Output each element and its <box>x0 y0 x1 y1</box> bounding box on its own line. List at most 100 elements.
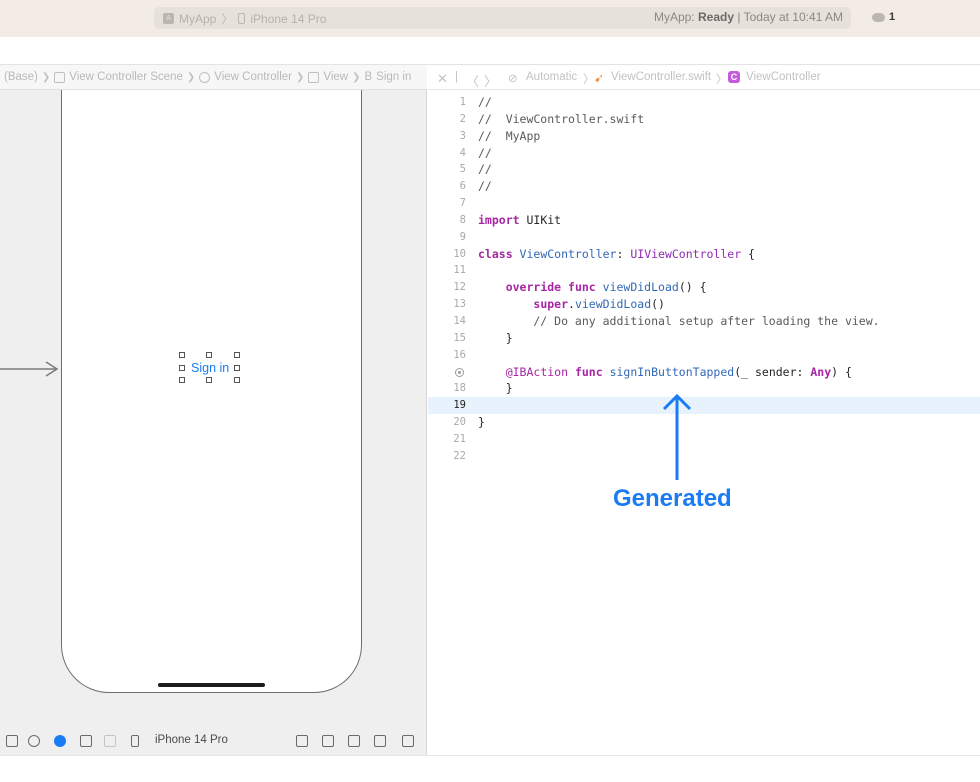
code-line: 7 <box>428 195 980 212</box>
line-text[interactable]: } <box>478 415 485 430</box>
code-editor[interactable]: ✕ | 〈 〉 ⊘ Automatic 〉 ➹ ViewController.s… <box>428 65 980 782</box>
window-titlebar: A MyApp 〉 iPhone 14 Pro MyApp: Ready | T… <box>0 0 980 37</box>
line-text[interactable]: // Do any additional setup after loading… <box>478 313 880 328</box>
code-line: 21 <box>428 431 980 448</box>
scheme-name[interactable]: MyApp <box>179 11 217 26</box>
chevron-right-icon: 〉 <box>716 74 728 86</box>
device-configuration-label[interactable]: iPhone 14 Pro <box>155 734 228 746</box>
code-line: 6 // <box>428 178 980 195</box>
split-view-icon[interactable] <box>104 735 116 747</box>
editor-class-name[interactable]: ViewController <box>746 71 821 83</box>
run-destination[interactable]: iPhone 14 Pro <box>250 11 327 26</box>
add-constraints-icon[interactable] <box>348 735 360 747</box>
line-number: 16 <box>453 348 466 361</box>
forward-arrow-icon[interactable]: 〉 <box>484 74 498 89</box>
orientation-icon[interactable] <box>80 735 92 747</box>
jumpbar-item-sign-in[interactable]: Sign in <box>376 71 412 83</box>
scheme-selector[interactable]: A MyApp 〉 iPhone 14 Pro <box>163 10 326 27</box>
line-text[interactable]: // <box>478 162 492 177</box>
align-icon[interactable] <box>322 735 334 747</box>
line-text[interactable]: } <box>478 330 513 345</box>
jumpbar-item-scene[interactable]: View Controller Scene <box>69 71 183 83</box>
code-line: 18 } <box>428 380 980 397</box>
resize-handle[interactable] <box>234 365 240 371</box>
accessibility-icon[interactable] <box>28 735 40 747</box>
annotation-label: Generated <box>613 485 732 512</box>
status-app: MyApp: <box>653 10 695 24</box>
source-code[interactable]: 1// 2// ViewController.swift 3// MyApp 4… <box>428 94 980 465</box>
editor-file-name[interactable]: ViewController.swift <box>611 71 712 83</box>
code-line: 20} <box>428 414 980 431</box>
chevron-right-icon: 〉 <box>221 12 234 26</box>
line-text[interactable]: class ViewController: UIViewController { <box>478 246 755 261</box>
code-line: 15 } <box>428 330 980 347</box>
line-text[interactable]: @IBAction func signInButtonTapped(_ send… <box>505 364 852 379</box>
related-items-icon[interactable]: ⊘ <box>508 73 518 85</box>
class-icon: C <box>728 71 740 83</box>
resize-handle[interactable] <box>234 352 240 358</box>
jumpbar-item-view-controller[interactable]: View Controller <box>214 71 292 83</box>
jumpbar-item-base[interactable]: (Base) <box>4 71 38 83</box>
line-number: 7 <box>459 197 466 210</box>
ib-bottom-bar: iPhone 14 Pro <box>0 730 427 750</box>
resize-handle[interactable] <box>206 352 212 358</box>
line-text[interactable]: import UIKit <box>478 212 562 227</box>
document-outline-icon[interactable] <box>6 735 18 747</box>
jumpbar-item-view[interactable]: View <box>323 71 349 83</box>
line-text[interactable]: } <box>478 381 513 396</box>
current-code-line: 19 <box>428 397 980 415</box>
resize-handle[interactable] <box>179 377 185 383</box>
resize-handle[interactable] <box>179 365 185 371</box>
line-text[interactable]: // MyApp <box>478 128 541 143</box>
device-icon[interactable] <box>131 735 139 747</box>
line-text[interactable]: // <box>478 145 492 160</box>
sign-in-button[interactable]: Sign in <box>179 352 242 383</box>
line-number: 10 <box>453 247 466 260</box>
back-arrow-icon[interactable]: 〈 <box>466 74 480 89</box>
issue-badge[interactable]: 1 <box>872 11 895 23</box>
chevron-right-icon: ❯ <box>296 71 305 83</box>
chevron-right-icon: ❯ <box>352 71 361 83</box>
interface-builder-canvas[interactable]: (Base) ❯ View Controller Scene ❯ View Co… <box>0 65 427 782</box>
close-icon[interactable]: ✕ <box>437 71 448 86</box>
activity-view[interactable]: A MyApp 〉 iPhone 14 Pro MyApp: Ready | T… <box>154 7 851 29</box>
ibaction-connection-icon[interactable] <box>455 367 464 377</box>
editor-jump-bar[interactable]: ✕ | 〈 〉 ⊘ Automatic 〉 ➹ ViewController.s… <box>428 65 980 90</box>
iphone-device-icon <box>238 13 246 24</box>
editor-mode[interactable]: Automatic <box>526 71 578 83</box>
appearance-icon[interactable] <box>54 735 66 747</box>
line-text[interactable]: override func viewDidLoad() { <box>505 280 707 295</box>
embed-in-icon[interactable] <box>402 735 414 747</box>
line-text[interactable]: // <box>478 179 492 194</box>
chevron-right-icon: ❯ <box>41 71 51 83</box>
code-line: 5// <box>428 161 980 178</box>
line-number: 6 <box>459 180 466 193</box>
update-frames-icon[interactable] <box>296 735 308 747</box>
status-time: | Today at 10:41 AM <box>737 10 843 24</box>
line-text[interactable]: super.viewDidLoad() <box>533 297 665 312</box>
line-text[interactable]: // ViewController.swift <box>478 111 645 126</box>
resize-handle[interactable] <box>234 377 240 383</box>
code-line: 13 super.viewDidLoad() <box>428 296 980 313</box>
divider: | <box>455 71 458 83</box>
tab-bar <box>0 37 980 65</box>
code-line: 4// <box>428 145 980 162</box>
code-line: 16 <box>428 347 980 364</box>
resolve-auto-layout-icon[interactable] <box>374 735 386 747</box>
status-state: Ready <box>697 10 735 24</box>
line-text[interactable]: // <box>478 95 492 109</box>
home-indicator <box>158 683 265 687</box>
line-number: 12 <box>453 281 466 294</box>
code-line: 22 <box>428 448 980 465</box>
ib-jump-bar[interactable]: (Base) ❯ View Controller Scene ❯ View Co… <box>0 65 427 90</box>
line-number: 8 <box>459 213 466 226</box>
iphone-scene[interactable] <box>61 90 362 693</box>
code-line: 12 override func viewDidLoad() { <box>428 279 980 296</box>
line-number: 18 <box>453 382 466 395</box>
storyboard-scene-icon <box>54 71 66 83</box>
resize-handle[interactable] <box>179 352 185 358</box>
entry-point-arrow-icon[interactable] <box>0 361 58 377</box>
sign-in-button-label: Sign in <box>191 361 230 375</box>
code-line: 8 import UIKit <box>428 212 980 229</box>
resize-handle[interactable] <box>206 377 212 383</box>
